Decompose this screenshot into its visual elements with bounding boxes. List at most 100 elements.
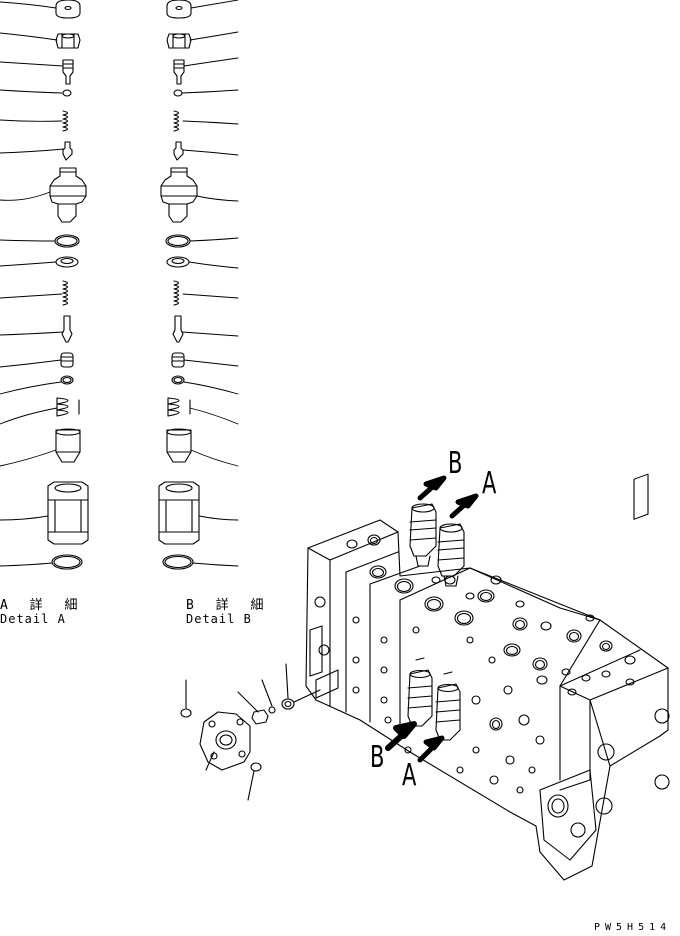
- callout-label-upper-b: B: [448, 446, 463, 481]
- detail-b-spool: [166, 428, 192, 463]
- detail-a-spring: [62, 280, 69, 306]
- port-hole-inner: [369, 536, 379, 545]
- detail-b-title-en: Detail B: [186, 612, 252, 626]
- port-hole: [367, 534, 381, 546]
- end-cover-parts: [180, 663, 321, 801]
- port-hole-inner: [568, 631, 580, 642]
- detail-b-housing: [158, 481, 200, 545]
- port-hole: [352, 616, 360, 624]
- detail-a-adjust-screw: [62, 59, 74, 85]
- port-hole: [625, 678, 635, 686]
- port-hole: [380, 666, 388, 674]
- port-hole: [394, 578, 414, 594]
- cover-o-ring: [261, 679, 276, 714]
- cover-spacer: [281, 663, 295, 710]
- port-hole: [489, 775, 499, 785]
- arrow-upper-a: [449, 493, 479, 519]
- cover-plug: [237, 691, 269, 725]
- detail-a-valve-body: [49, 167, 87, 223]
- detail-b-cap: [166, 0, 192, 19]
- detail-b-o-ring-small: [171, 375, 185, 385]
- upper-relief-valve-b: [409, 503, 437, 567]
- arrow-lower-a: [417, 735, 445, 763]
- callout-label-lower-a: A: [402, 758, 417, 793]
- callout-label-lower-b: B: [370, 740, 385, 775]
- detail-b-spring-large: [167, 397, 191, 417]
- detail-a-nut: [55, 33, 81, 49]
- port-hole: [518, 714, 530, 726]
- port-hole: [465, 592, 475, 600]
- port-hole: [456, 766, 464, 774]
- port-hole: [471, 695, 481, 705]
- port-hole-inner: [491, 719, 501, 730]
- detail-a-title-jp: A 詳 細: [0, 598, 85, 613]
- port-hole: [369, 565, 387, 579]
- port-hole: [477, 589, 495, 603]
- port-hole: [515, 600, 525, 608]
- cover-bolt-lower: [247, 762, 262, 801]
- port-hole: [561, 668, 571, 676]
- port-hole: [540, 621, 552, 631]
- port-hole: [566, 629, 582, 643]
- control-valve-block: [305, 473, 670, 881]
- detail-a-spring-large: [56, 397, 80, 417]
- detail-a-housing: [47, 481, 89, 545]
- port-hole: [505, 755, 515, 765]
- detail-a-poppet: [62, 141, 73, 161]
- port-hole: [352, 686, 360, 694]
- detail-b-plug: [171, 352, 185, 368]
- detail-b-piston: [172, 315, 184, 343]
- lower-relief-valves: [407, 657, 461, 741]
- port-hole: [503, 643, 521, 657]
- arrow-lower-b: [385, 721, 417, 751]
- port-hole-inner: [426, 598, 442, 611]
- port-hole-inner: [601, 642, 611, 651]
- port-hole: [404, 746, 412, 754]
- block-outline: [305, 519, 669, 881]
- cover-bolt-upper: [180, 679, 192, 718]
- port-hole: [601, 670, 611, 678]
- detail-b-stack: [158, 0, 239, 570]
- port-hole: [567, 688, 577, 696]
- detail-a-o-ring-2: [51, 554, 83, 570]
- detail-a-stack: [0, 0, 89, 570]
- port-hole: [581, 674, 591, 682]
- port-hole: [454, 610, 474, 626]
- port-hole: [431, 576, 441, 584]
- port-hole: [346, 539, 358, 549]
- port-hole: [624, 655, 636, 665]
- upper-relief-valves: [409, 503, 465, 587]
- port-hole: [380, 696, 388, 704]
- detail-b-o-ring-2: [162, 554, 194, 570]
- detail-b-poppet: [173, 141, 184, 161]
- detail-a-backup-ring: [55, 256, 79, 268]
- detail-a-spool: [55, 428, 81, 463]
- port-hole-inner: [396, 580, 412, 593]
- port-hole: [412, 626, 420, 634]
- detail-b-spring: [173, 280, 180, 306]
- end-cover-plate: [199, 711, 251, 771]
- detail-a-cap: [55, 0, 81, 19]
- port-hole-inner: [479, 591, 493, 602]
- port-hole-inner: [514, 619, 526, 630]
- detail-a-ball: [62, 89, 72, 97]
- lower-relief-valve-a: [435, 671, 461, 741]
- port-hole: [384, 716, 392, 724]
- port-hole: [536, 675, 548, 685]
- port-hole-inner: [534, 659, 546, 670]
- port-hole: [472, 746, 480, 754]
- port-hole: [489, 717, 503, 731]
- port-hole: [503, 685, 513, 695]
- port-hole: [490, 575, 502, 585]
- detail-b-title-jp: B 詳 細: [186, 598, 271, 613]
- detail-b-ball: [173, 89, 183, 97]
- port-hole: [424, 596, 444, 612]
- detail-a-piston: [61, 315, 73, 343]
- callout-label-upper-a: A: [482, 466, 497, 501]
- port-hole: [488, 656, 496, 664]
- detail-b-nut: [166, 33, 192, 49]
- detail-a-o-ring-small: [60, 375, 74, 385]
- detail-b-spring-small: [173, 110, 180, 132]
- port-hole: [528, 766, 536, 774]
